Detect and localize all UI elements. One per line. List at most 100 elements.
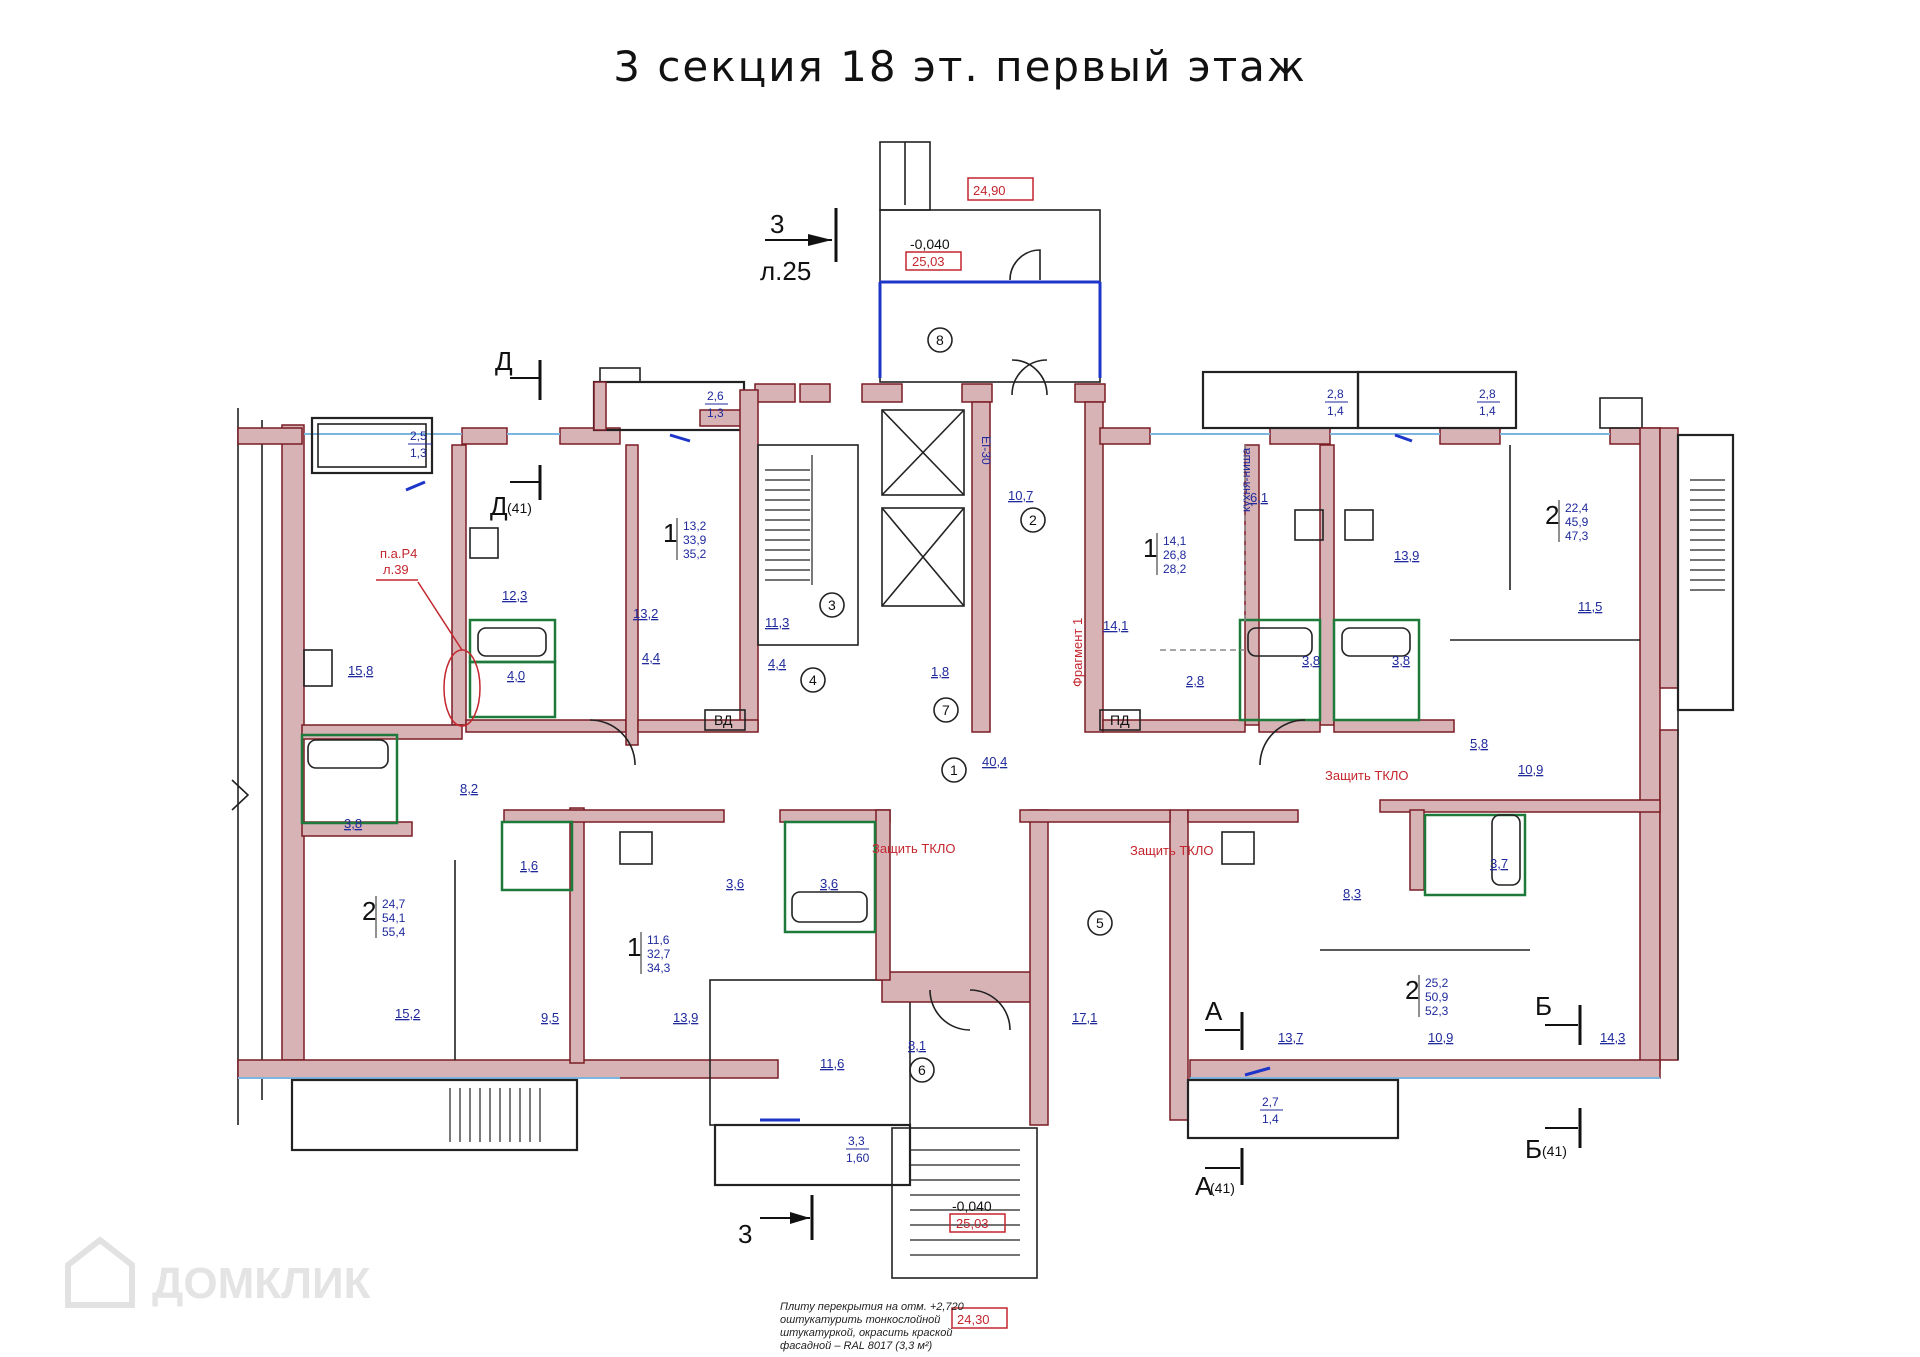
room-area-14: 3,6 bbox=[726, 876, 744, 891]
svg-text:2,8: 2,8 bbox=[1327, 387, 1344, 401]
svg-text:25,2: 25,2 bbox=[1425, 976, 1449, 990]
wall-left bbox=[281, 424, 305, 1061]
protect-label-3: Защить ТКЛО bbox=[1325, 768, 1409, 783]
elevation-top-box bbox=[967, 177, 1034, 201]
main-stair bbox=[757, 444, 859, 646]
entrance-bottom bbox=[709, 979, 911, 1126]
svg-text:1,4: 1,4 bbox=[1327, 404, 1344, 418]
room-marker-3: 3 bbox=[819, 592, 845, 618]
elevator-1 bbox=[881, 409, 965, 496]
room-area-24: 13,9 bbox=[1394, 548, 1419, 563]
pd-label: ПД bbox=[1110, 712, 1130, 728]
balcony-label-5: 2,71,4 bbox=[1260, 1095, 1283, 1126]
room-area-30: 10,9 bbox=[1518, 762, 1543, 777]
room-marker-4: 4 bbox=[800, 667, 826, 693]
level-bottom-abs: 25,03 bbox=[956, 1216, 989, 1231]
svg-text:7: 7 bbox=[942, 702, 950, 718]
svg-text:14,1: 14,1 bbox=[1163, 534, 1187, 548]
vd-label: ВД bbox=[714, 712, 733, 728]
svg-text:8: 8 bbox=[936, 332, 944, 348]
svg-text:32,7: 32,7 bbox=[647, 947, 671, 961]
svg-text:52,3: 52,3 bbox=[1425, 1004, 1449, 1018]
level-bottom-value: -0,040 bbox=[952, 1198, 992, 1214]
apartment-tag-5: 2 22,4 45,9 47,3 bbox=[1545, 500, 1589, 543]
svg-text:11,6: 11,6 bbox=[647, 933, 670, 947]
room-area-13: 1,6 bbox=[520, 858, 538, 873]
apartment-tag-6: 2 25,2 50,9 52,3 bbox=[1405, 975, 1449, 1018]
room-area-20: 8,1 bbox=[908, 1038, 926, 1053]
section-3-top-sheet: л.25 bbox=[760, 256, 811, 286]
section-a-top: А bbox=[1205, 996, 1223, 1026]
wall-core-left bbox=[739, 389, 759, 731]
protect-label-1: Защить ТКЛО bbox=[872, 841, 956, 856]
room-area-29: 5,8 bbox=[1470, 736, 1488, 751]
bottom-note-line3: штукатуркой, окрасить краской bbox=[780, 1327, 952, 1339]
pa-note-line2: л.39 bbox=[383, 562, 409, 577]
protect-label-2: Защить ТКЛО bbox=[1130, 843, 1214, 858]
svg-text:13,2: 13,2 bbox=[683, 519, 707, 533]
room-area-17: 9,5 bbox=[541, 1010, 559, 1025]
balcony-6 bbox=[713, 1123, 912, 1187]
section-markers: 3 л.25 3 Д Д (41) А А (41) Б Б (41) bbox=[490, 208, 1582, 1249]
svg-text:3: 3 bbox=[828, 597, 836, 613]
elevator-2 bbox=[881, 507, 965, 607]
watermark-text: ДОМКЛИК bbox=[152, 1259, 371, 1308]
svg-text:1,3: 1,3 bbox=[410, 446, 427, 460]
svg-text:4: 4 bbox=[809, 672, 817, 688]
svg-text:1: 1 bbox=[1143, 533, 1157, 563]
porch-steps bbox=[891, 1127, 1038, 1279]
watermark-logo: ДОМКЛИК bbox=[65, 1236, 371, 1308]
room-area-11: 8,2 bbox=[460, 781, 478, 796]
svg-text:2,6: 2,6 bbox=[707, 389, 724, 403]
svg-text:2: 2 bbox=[362, 896, 376, 926]
wall-bottom-right bbox=[1189, 1059, 1661, 1079]
wall-lobby-right bbox=[1084, 401, 1104, 733]
room-marker-8: 8 bbox=[927, 327, 953, 353]
svg-text:28,2: 28,2 bbox=[1163, 562, 1187, 576]
building-contour bbox=[231, 141, 1735, 1279]
svg-text:22,4: 22,4 bbox=[1565, 501, 1589, 515]
section-b-top: Б bbox=[1535, 991, 1552, 1021]
room-marker-2: 2 bbox=[1020, 507, 1046, 533]
svg-text:3,3: 3,3 bbox=[848, 1134, 865, 1148]
interior-walls bbox=[300, 359, 1661, 1122]
apartment-tag-3: 1 11,6 32,7 34,3 bbox=[627, 932, 671, 975]
svg-text:45,9: 45,9 bbox=[1565, 515, 1589, 529]
section-a-bottom-sheet: (41) bbox=[1210, 1180, 1235, 1196]
room-marker-5: 5 bbox=[1087, 910, 1113, 936]
section-3-bottom-num: 3 bbox=[738, 1219, 752, 1249]
room-area-23: 6,1 bbox=[1250, 490, 1268, 505]
level-top-abs: 25,03 bbox=[912, 254, 945, 269]
bottom-note-line1: Плиту перекрытия на отм. +2,720 bbox=[780, 1301, 965, 1313]
wall-core-right bbox=[971, 401, 991, 733]
room-area-34: 10,9 bbox=[1428, 1030, 1453, 1045]
room-area-3: 4,0 bbox=[507, 668, 525, 683]
section-3-top-num: 3 bbox=[770, 209, 784, 239]
svg-text:35,2: 35,2 bbox=[683, 547, 707, 561]
room-area-33: 13,7 bbox=[1278, 1030, 1303, 1045]
room-area-12: 3,8 bbox=[344, 816, 362, 831]
svg-text:1,4: 1,4 bbox=[1262, 1112, 1279, 1126]
balcony-5 bbox=[1186, 1078, 1400, 1140]
svg-text:34,3: 34,3 bbox=[647, 961, 671, 975]
section-d-second: Д bbox=[490, 491, 508, 521]
elevation-bottom-box bbox=[951, 1307, 1008, 1329]
ei-label: EI-30 bbox=[979, 436, 993, 465]
room-marker-7: 7 bbox=[933, 697, 959, 723]
balcony-label-4: 2,81,4 bbox=[1477, 387, 1500, 418]
room-area-1: 12,3 bbox=[502, 588, 527, 603]
balcony-label-2: 2,61,3 bbox=[705, 389, 728, 420]
bottom-note: Плиту перекрытия на отм. +2,720 оштукату… bbox=[780, 1301, 965, 1352]
balcony-1 bbox=[310, 416, 434, 475]
svg-text:26,8: 26,8 bbox=[1163, 548, 1187, 562]
room-area-2: 15,8 bbox=[348, 663, 373, 678]
section-b-bottom: Б bbox=[1525, 1134, 1542, 1164]
room-area-9: 10,7 bbox=[1008, 488, 1033, 503]
section-d-top: Д bbox=[495, 346, 513, 376]
svg-text:1,4: 1,4 bbox=[1479, 404, 1496, 418]
apartment-tag-1: 1 13,2 33,9 35,2 bbox=[663, 518, 707, 561]
svg-text:2,5: 2,5 bbox=[410, 429, 427, 443]
room-area-8: 1,8 bbox=[931, 664, 949, 679]
svg-text:2,7: 2,7 bbox=[1262, 1095, 1279, 1109]
